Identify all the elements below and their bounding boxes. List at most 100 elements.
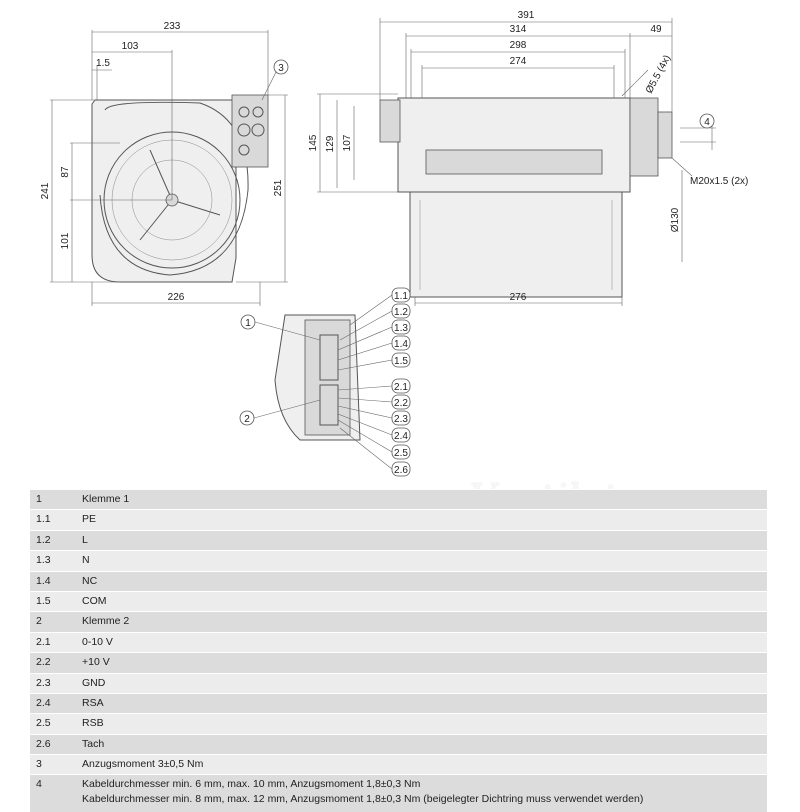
legend-no: 2 — [36, 615, 42, 628]
legend-no: 2.5 — [36, 717, 51, 730]
dim-391: 391 — [518, 10, 535, 21]
legend-row: 2.4 RSA — [30, 692, 767, 714]
terminal-view: 1 2 1.1 1.2 1.3 1.4 1.5 2.1 2.2 2.3 2.4 … — [239, 287, 411, 477]
legend-row: 2.5 RSB — [30, 713, 767, 734]
label-1-1: 1.1 — [394, 291, 408, 302]
label-2-6: 2.6 — [394, 465, 408, 476]
dim-87: 87 — [60, 166, 71, 178]
label-2-5: 2.5 — [394, 448, 408, 459]
callout-2-label: 2 — [244, 414, 250, 425]
callout-4 — [699, 113, 715, 129]
legend-no: 1 — [36, 493, 42, 505]
legend-row: 1 Klemme 1 — [30, 489, 767, 510]
legend-row: 1.2 L — [30, 529, 767, 551]
front-housing — [91, 99, 237, 283]
legend-no: 1.2 — [36, 533, 51, 546]
dim-130: Ø130 — [670, 207, 681, 232]
label-1-5: 1.5 — [394, 356, 408, 367]
legend-row: 1.5 COM — [30, 590, 767, 612]
dim-241: 241 — [40, 182, 51, 199]
technical-drawing: 233 103 1.5 241 87 101 251 226 3 — [40, 10, 748, 477]
legend-row: 4 Kabeldurchmesser min. 6 mm, max. 10 mm,… — [30, 774, 767, 812]
impeller-spokes — [139, 149, 221, 241]
front-scroll — [99, 101, 249, 276]
dim-103: 103 — [122, 41, 139, 52]
legend-no: 2.2 — [36, 656, 51, 669]
dim-49: 49 — [650, 24, 662, 35]
dim-274: 274 — [510, 56, 527, 67]
legend-desc: 0-10 V — [82, 635, 113, 648]
legend-row: 2 Klemme 2 — [30, 611, 767, 632]
legend-row: 1.4 NC — [30, 570, 767, 591]
dim-226: 226 — [168, 292, 185, 303]
side-view: 391 314 49 298 274 Ø5.5 (4x) 145 129 107… — [308, 10, 748, 306]
dim-298: 298 — [510, 40, 527, 51]
klemme-2-block — [319, 384, 339, 426]
legend-desc: COM — [82, 594, 107, 607]
front-view: 233 103 1.5 241 87 101 251 226 3 — [40, 21, 289, 306]
legend-desc-multi: Kabeldurchmesser min. 6 mm, max. 10 mm, … — [78, 777, 767, 810]
label-2-4: 2.4 — [394, 431, 408, 442]
terminal-block — [304, 319, 351, 436]
gland-5 — [238, 144, 250, 156]
gland-2 — [252, 106, 264, 118]
legend-desc: NC — [82, 574, 98, 587]
legend-no: 1.5 — [36, 594, 51, 607]
dim-101: 101 — [60, 232, 71, 249]
legend-desc: RSA — [82, 696, 104, 709]
dim-276: 276 — [510, 292, 527, 303]
legend-no: 1.3 — [36, 554, 51, 567]
legend-desc: Kabeldurchmesser min. 6 mm, max. 10 mm, … — [82, 778, 421, 791]
legend-desc: Klemme 2 — [82, 615, 130, 628]
label-2-3: 2.3 — [394, 414, 408, 425]
dim-4: 4 — [704, 117, 710, 128]
label-leaders — [337, 294, 393, 470]
legend-no: 2.4 — [36, 696, 51, 709]
label-2-1: 2.1 — [394, 382, 408, 393]
dim-314: 314 — [510, 24, 527, 35]
legend-no: 2.6 — [36, 737, 51, 750]
legend-no: 3 — [36, 758, 42, 771]
legend-no: 2.3 — [36, 676, 51, 689]
legend-desc: Klemme 1 — [82, 493, 130, 505]
legend-desc: +10 V — [82, 656, 110, 669]
callout-1-label: 1 — [245, 318, 251, 329]
dim-233: 233 — [164, 21, 181, 32]
legend-row: 2.1 0-10 V — [30, 631, 767, 653]
dim-hole: Ø5.5 (4x) — [644, 53, 673, 95]
legend-desc: RSB — [82, 717, 104, 730]
label-2-2: 2.2 — [394, 398, 408, 409]
legend-no: 1.4 — [36, 574, 51, 587]
legend-no: 2.1 — [36, 635, 51, 648]
klemme-1-block — [319, 334, 339, 381]
legend-row: 2.2 +10 V — [30, 652, 767, 673]
gland-3 — [237, 123, 251, 137]
legend-row: 2.3 GND — [30, 672, 767, 693]
legend-desc: Anzugsmoment 3±0,5 Nm — [82, 758, 204, 771]
side-motor-end — [629, 97, 659, 177]
side-glands — [657, 111, 673, 159]
legend-desc: GND — [82, 676, 106, 689]
callout-3-label: 3 — [278, 63, 284, 74]
side-outlet — [409, 191, 623, 298]
dim-129: 129 — [325, 135, 336, 152]
side-fins — [425, 149, 603, 175]
dim-1-5: 1.5 — [96, 58, 110, 69]
label-1-2: 1.2 — [394, 307, 408, 318]
dim-thread: M20x1.5 (2x) — [690, 176, 748, 187]
legend-no: 4 — [36, 778, 42, 791]
drawing-canvas: 233 103 1.5 241 87 101 251 226 3 — [40, 10, 748, 477]
terminal-labels: 1.1 1.2 1.3 1.4 1.5 2.1 2.2 2.3 2.4 2.5 … — [391, 287, 411, 477]
label-1-3: 1.3 — [394, 323, 408, 334]
gland-4 — [251, 123, 265, 137]
legend-desc: L — [82, 533, 88, 546]
legend-row: 1.3 N — [30, 550, 767, 571]
legend-desc: N — [82, 554, 90, 567]
legend-desc: Tach — [82, 737, 105, 750]
label-1-4: 1.4 — [394, 339, 408, 350]
dim-251: 251 — [273, 179, 284, 196]
legend-no: 1.1 — [36, 513, 51, 526]
gland-1 — [238, 106, 250, 118]
